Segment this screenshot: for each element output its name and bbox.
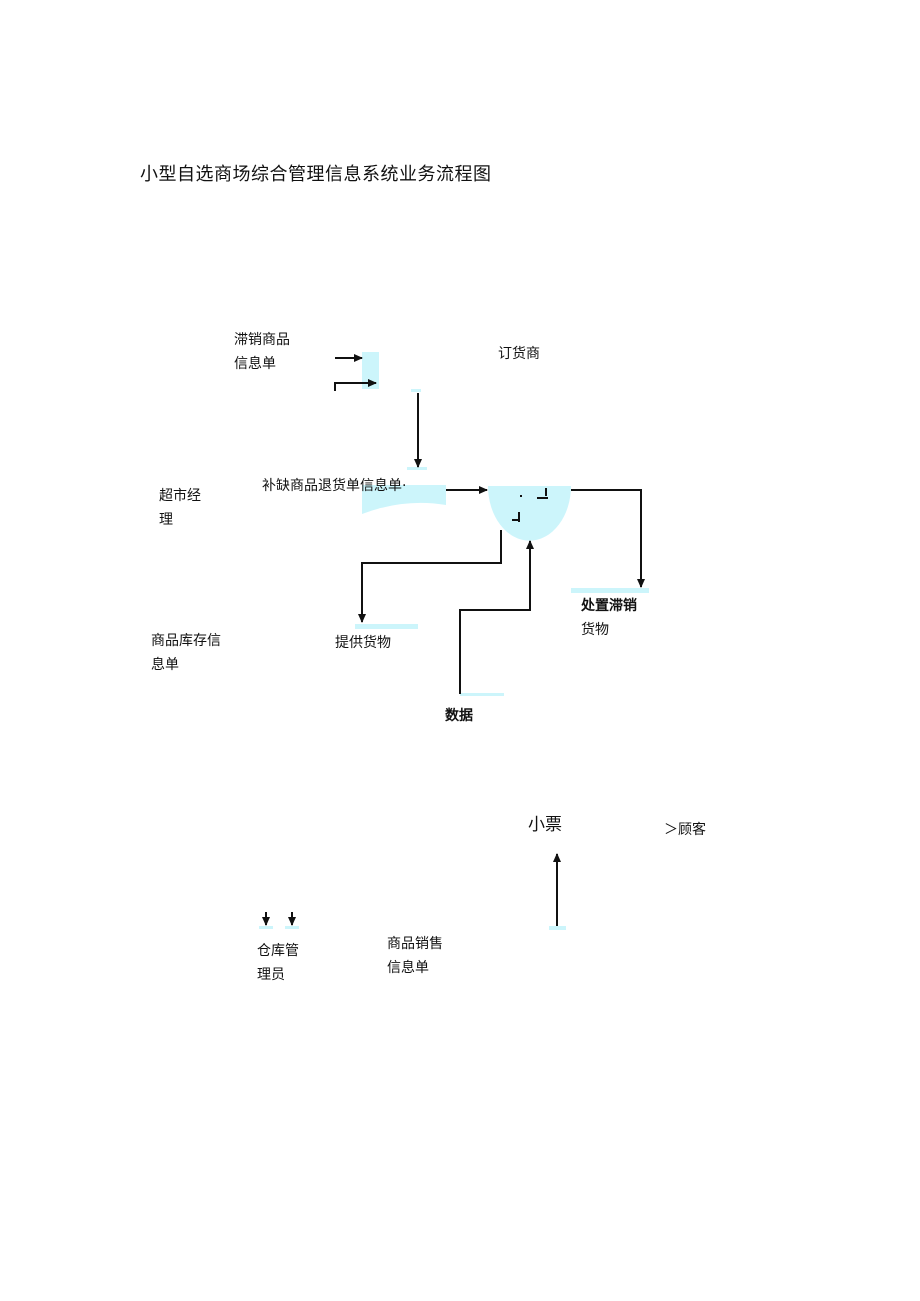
label-warehouse-line2: 理员 — [257, 967, 285, 983]
label-handle-slow-line1: 处置滞销 — [581, 598, 637, 614]
label-warehouse-line1: 仓库管 — [257, 943, 299, 959]
arrow-process-to-handle-slow — [571, 489, 645, 588]
process-glyph-marks — [512, 488, 548, 522]
label-manager: 超市经 理 — [159, 484, 201, 532]
arrow-slow-info-2 — [334, 379, 377, 391]
document-restock-shape — [362, 485, 446, 514]
bar-data — [460, 693, 504, 696]
label-customer: ＞顾客 — [664, 822, 706, 838]
label-sales-info-line1: 商品销售 — [387, 936, 443, 952]
doc-marker-restock — [407, 467, 427, 470]
bar-warehouse-1 — [259, 926, 273, 929]
label-receipt: 小票 — [528, 815, 562, 835]
label-inventory-info-line1: 商品库存信 — [151, 633, 221, 649]
label-warehouse-keeper: 仓库管 理员 — [257, 939, 299, 987]
label-manager-line2: 理 — [159, 512, 173, 528]
bar-receipt-base — [549, 926, 566, 930]
process-half-circle-shape — [488, 486, 571, 541]
label-sales-info: 商品销售 信息单 — [387, 932, 443, 980]
doc-marker-small — [411, 389, 421, 392]
label-handle-slow-line2: 货物 — [581, 622, 609, 638]
label-inventory-info-line2: 息单 — [151, 657, 179, 673]
label-sales-info-line2: 信息单 — [387, 960, 429, 976]
label-supplier: 订货商 — [498, 346, 540, 362]
label-slow-goods-info-line1: 滞销商品 — [234, 332, 290, 348]
bar-handle-slow — [571, 588, 649, 593]
label-manager-line1: 超市经 — [159, 488, 201, 504]
label-provide-goods: 提供货物 — [335, 635, 391, 651]
arrow-process-to-provide-goods — [358, 530, 502, 623]
label-inventory-info: 商品库存信 息单 — [151, 629, 221, 677]
arrow-data-to-process — [459, 540, 534, 694]
bar-warehouse-2 — [285, 926, 299, 929]
bar-provide-goods — [355, 624, 418, 629]
label-data: 数据 — [445, 708, 473, 724]
label-slow-goods-info: 滞销商品 信息单 — [234, 328, 290, 376]
page-title: 小型自选商场综合管理信息系统业务流程图 — [140, 164, 492, 185]
label-slow-goods-info-line2: 信息单 — [234, 356, 276, 372]
label-handle-slow-goods: 处置滞销 货物 — [581, 594, 637, 642]
label-restock-return-info: 补缺商品退货单信息单· — [262, 478, 407, 494]
